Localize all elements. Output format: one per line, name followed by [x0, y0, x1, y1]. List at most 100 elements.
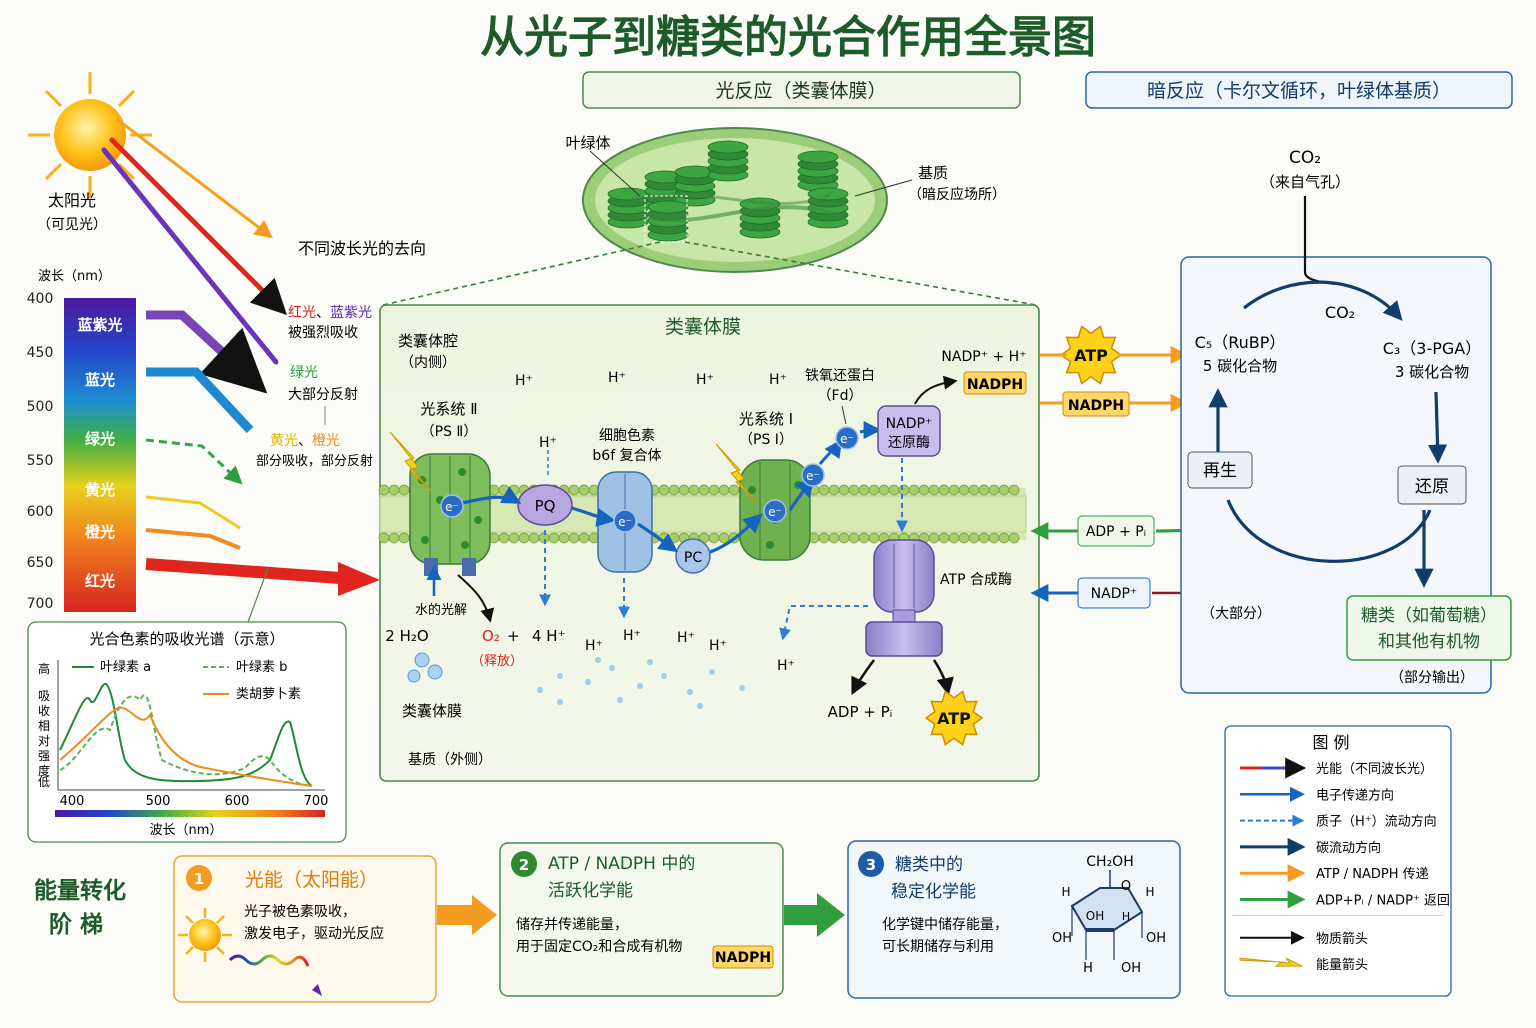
spectrum-ylabel-bottom: 低	[38, 775, 50, 789]
fd-abbr: （Fd）	[818, 388, 863, 404]
wavelength-tick: 650	[27, 555, 54, 571]
stage1-sun-icon	[178, 908, 232, 962]
water-formula: 2 H₂O	[385, 627, 428, 645]
chloroplast-label: 叶绿体	[565, 134, 610, 152]
legend-title: 图 例	[1312, 733, 1349, 752]
o2-plus: +	[507, 627, 520, 645]
carbon-flow-return	[1226, 499, 1432, 563]
carbon-flow-fixation	[1243, 280, 1403, 321]
atp-burst-synthase-label: ATP	[937, 709, 971, 728]
wavelength-tick: 550	[27, 453, 54, 469]
stage3-number: 3	[866, 856, 876, 874]
electron-label: e⁻	[445, 500, 459, 514]
nadph-badge-transfer-label: NADPH	[1068, 398, 1124, 414]
ladder-arrow-2-head	[817, 893, 845, 937]
wavelength-tick: 450	[27, 345, 54, 361]
fate-yo-label: 黄光、橙光	[270, 432, 340, 449]
spectrum-band-label: 蓝紫光	[77, 316, 122, 334]
arrow-bluepurple	[146, 310, 268, 394]
stage2-box	[499, 842, 784, 997]
atp-synthase	[865, 539, 943, 657]
ladder-label: 能量转化	[34, 877, 126, 904]
fate-strong-desc: 被强烈吸收	[288, 325, 358, 341]
glucose-ring-o: O	[1121, 879, 1131, 894]
nadph-badge-membrane-label: NADPH	[967, 377, 1023, 393]
e-flow-pq-cyt	[571, 506, 616, 527]
stroma-pointer	[854, 179, 913, 197]
pc-carrier	[675, 538, 711, 574]
nadp-return: NADP⁺	[1091, 586, 1138, 602]
dark-reaction-header-box	[1085, 71, 1513, 109]
ladder-arrow-1	[437, 905, 473, 925]
glucose-h-3: H	[1122, 910, 1130, 923]
stage2-title: ATP / NADPH 中的	[548, 854, 695, 874]
electron-label: e⁻	[806, 469, 820, 483]
legend-energy-swatch	[1239, 957, 1303, 967]
arrow-yellow	[145, 495, 241, 530]
wavelength-tick: 400	[27, 291, 54, 307]
electron-icon	[801, 463, 825, 487]
glucose-oh-3: OH	[1146, 931, 1166, 946]
stage3-title-2: 稳定化学能	[891, 882, 976, 902]
co2-top: CO₂	[1289, 148, 1321, 168]
spectrum-ylabel-top: 高	[38, 661, 50, 676]
proton-label: H⁺	[623, 628, 641, 644]
spectrum-ylabel-char: 度	[38, 763, 50, 778]
glucose-ch2oh: CH₂OH	[1086, 854, 1133, 870]
wavelength-tick: 500	[27, 399, 54, 415]
co2-source: （来自气孔）	[1260, 173, 1350, 191]
e-flow-cyt-pc	[637, 522, 679, 553]
water-split-label: 水的光解	[415, 602, 467, 618]
dark-reaction-header: 暗反应（卡尔文循环，叶绿体基质）	[1147, 80, 1451, 102]
chloroplast-pointer	[589, 150, 641, 197]
stage2-number-icon	[511, 851, 537, 877]
arrow-green-reflect	[145, 438, 243, 485]
spectrum-ylabel-char: 对	[38, 734, 50, 748]
glucose-oh-4: OH	[1121, 961, 1141, 976]
adp-pi-return: ADP + Pᵢ	[1086, 524, 1146, 540]
nadp-reductase	[877, 405, 941, 457]
fate-strong-label: 红光、蓝紫光	[288, 305, 372, 321]
atp-synthase-label: ATP 合成酶	[940, 572, 1012, 588]
electron-icon	[440, 494, 464, 518]
proton-flow-out	[779, 605, 868, 641]
legend-carotenoid: 类胡萝卜素	[236, 687, 301, 702]
majority-label: （大部分）	[1201, 606, 1271, 622]
stroma-desc: （暗反应场所）	[908, 186, 1006, 203]
cytb6f-label: 细胞色素	[599, 427, 655, 444]
spectrum-band-label: 绿光	[85, 430, 115, 448]
arrow-blue	[146, 367, 254, 434]
glucose-h-4: H	[1083, 961, 1093, 976]
ladder-arrow-2	[784, 905, 818, 925]
stage2-desc-1: 储存并传递能量，	[516, 917, 628, 933]
arrow-red	[145, 558, 341, 584]
reduce-label: 还原	[1415, 477, 1449, 497]
zoom-line-right	[684, 241, 1037, 306]
sugar-box	[1346, 595, 1512, 661]
legend-item-label: 物质箭头	[1316, 931, 1368, 947]
chloroplast-illustration	[582, 127, 888, 273]
ladder-label-2: 阶 梯	[49, 911, 103, 938]
reduce-box	[1397, 465, 1467, 505]
ray-red	[109, 137, 287, 315]
spectrum-band-label: 红光	[85, 572, 115, 590]
export-label: （部分输出）	[1390, 670, 1474, 686]
electron-icon	[835, 426, 859, 450]
legend-chl-a: 叶绿素 a	[100, 660, 151, 675]
fate-green-desc: 大部分反射	[288, 387, 358, 403]
o2-formula: O₂	[482, 627, 500, 645]
spectrum-ylabel-char: 相	[38, 719, 50, 733]
chlorophyll-b-curve	[59, 694, 313, 787]
fd-label: 铁氧还蛋白	[805, 368, 875, 384]
water-molecules-icon	[407, 652, 443, 683]
arrow-to-atp	[932, 659, 954, 696]
pq-label: PQ	[535, 497, 556, 515]
proton-label: H⁺	[777, 658, 795, 674]
arrow-red-head	[338, 562, 380, 596]
spectrum-ylabel-char: 收	[38, 704, 50, 718]
stage2-nadph-badge	[712, 945, 774, 969]
c5-label: C₅（RuBP）	[1195, 333, 1286, 352]
inset-pointer	[247, 567, 269, 623]
